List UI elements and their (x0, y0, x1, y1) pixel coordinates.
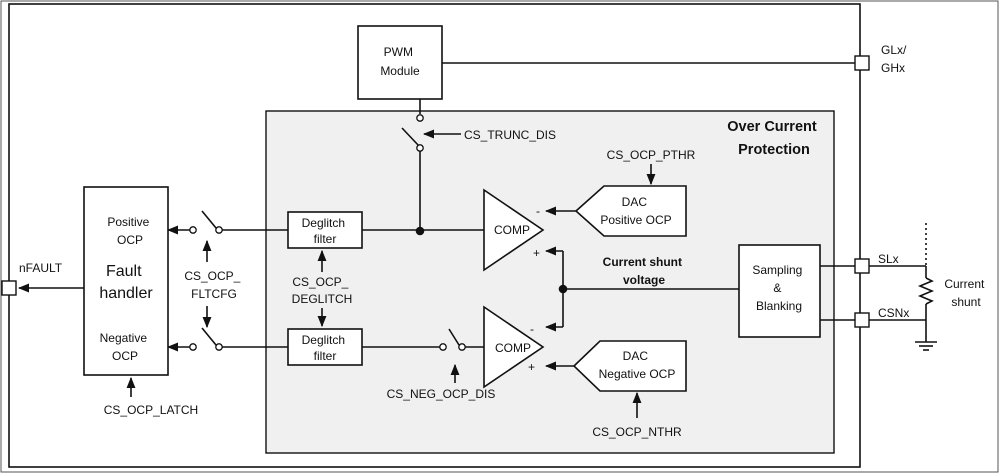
nfault-label: nFAULT (19, 261, 63, 275)
dac-negative-label: DAC Negative OCP (599, 349, 676, 381)
nfault-pin (1, 280, 17, 296)
sl-pin (854, 258, 870, 274)
comparator-bottom-minus: - (530, 322, 534, 336)
dac-positive-block (574, 185, 687, 237)
dac-negative-block (572, 340, 687, 392)
deglitch-filter-top (287, 211, 363, 249)
fltcfg-top-pivot (215, 226, 223, 234)
fltcfg-top-contact (189, 226, 197, 234)
current-shunt-label: Current shunt (944, 277, 987, 309)
cs-ocp-fltcfg-label: CS_OCP_ FLTCFG (184, 269, 243, 301)
comparator-top-label: COMP (494, 223, 530, 237)
fltcfg-bottom-blade (201, 327, 217, 346)
gate-pin (854, 55, 870, 71)
fltcfg-bottom-contact (189, 343, 197, 351)
ground-icon (915, 341, 937, 351)
sampling-blanking-label: Sampling & Blanking (752, 263, 805, 313)
cs-ocp-nthr-label: CS_OCP_NTHR (592, 425, 682, 439)
cs-neg-ocp-dis-label: CS_NEG_OCP_DIS (387, 387, 496, 401)
neg-dis-switch-blade (448, 328, 460, 346)
ocp-title: Over Current Protection (727, 119, 820, 158)
csn-pin-label: CSNx (878, 306, 909, 320)
deglitch-filter-bottom-label: Deglitch filter (302, 333, 349, 363)
neg-dis-switch-pivot (458, 343, 466, 351)
comparator-top-minus: - (536, 204, 540, 218)
trunc-switch-contact (416, 114, 424, 122)
trunc-switch-pivot (416, 144, 424, 152)
dac-positive-label: DAC Positive OCP (600, 195, 671, 227)
shunt-resistor (917, 277, 935, 305)
fltcfg-top-blade (201, 210, 217, 229)
csn-pin (854, 312, 870, 328)
negative-ocp-label: Negative OCP (100, 331, 151, 363)
pwm-module-block (357, 25, 443, 100)
comparator-bottom-label: COMP (495, 341, 531, 355)
pwm-module-label: PWM Module (380, 45, 420, 78)
deglitch-filter-top-label: Deglitch filter (302, 216, 349, 246)
cs-trunc-dis-label: CS_TRUNC_DIS (464, 128, 556, 142)
deglitch-filter-bottom (287, 328, 363, 366)
neg-dis-switch-contact (439, 343, 447, 351)
current-shunt-voltage-label: Current shunt voltage (603, 255, 686, 287)
positive-ocp-label: Positive OCP (107, 215, 152, 247)
fault-handler-block (83, 186, 169, 376)
trunc-junction-node (415, 226, 425, 236)
trunc-switch-blade (401, 127, 420, 147)
cs-ocp-latch-label: CS_OCP_LATCH (104, 403, 198, 417)
sampling-blanking-block (738, 244, 821, 338)
fltcfg-bottom-pivot (215, 343, 223, 351)
gate-pin-label: GLx/ GHx (881, 43, 910, 75)
cs-ocp-pthr-label: CS_OCP_PTHR (607, 148, 696, 162)
cs-ocp-deglitch-label: CS_OCP_ DEGLITCH (292, 275, 353, 306)
comparator-bottom-plus: + (528, 360, 535, 374)
sl-pin-label: SLx (878, 252, 899, 266)
comparator-top-plus: + (533, 246, 540, 260)
fault-handler-label: Fault handler (99, 263, 153, 302)
